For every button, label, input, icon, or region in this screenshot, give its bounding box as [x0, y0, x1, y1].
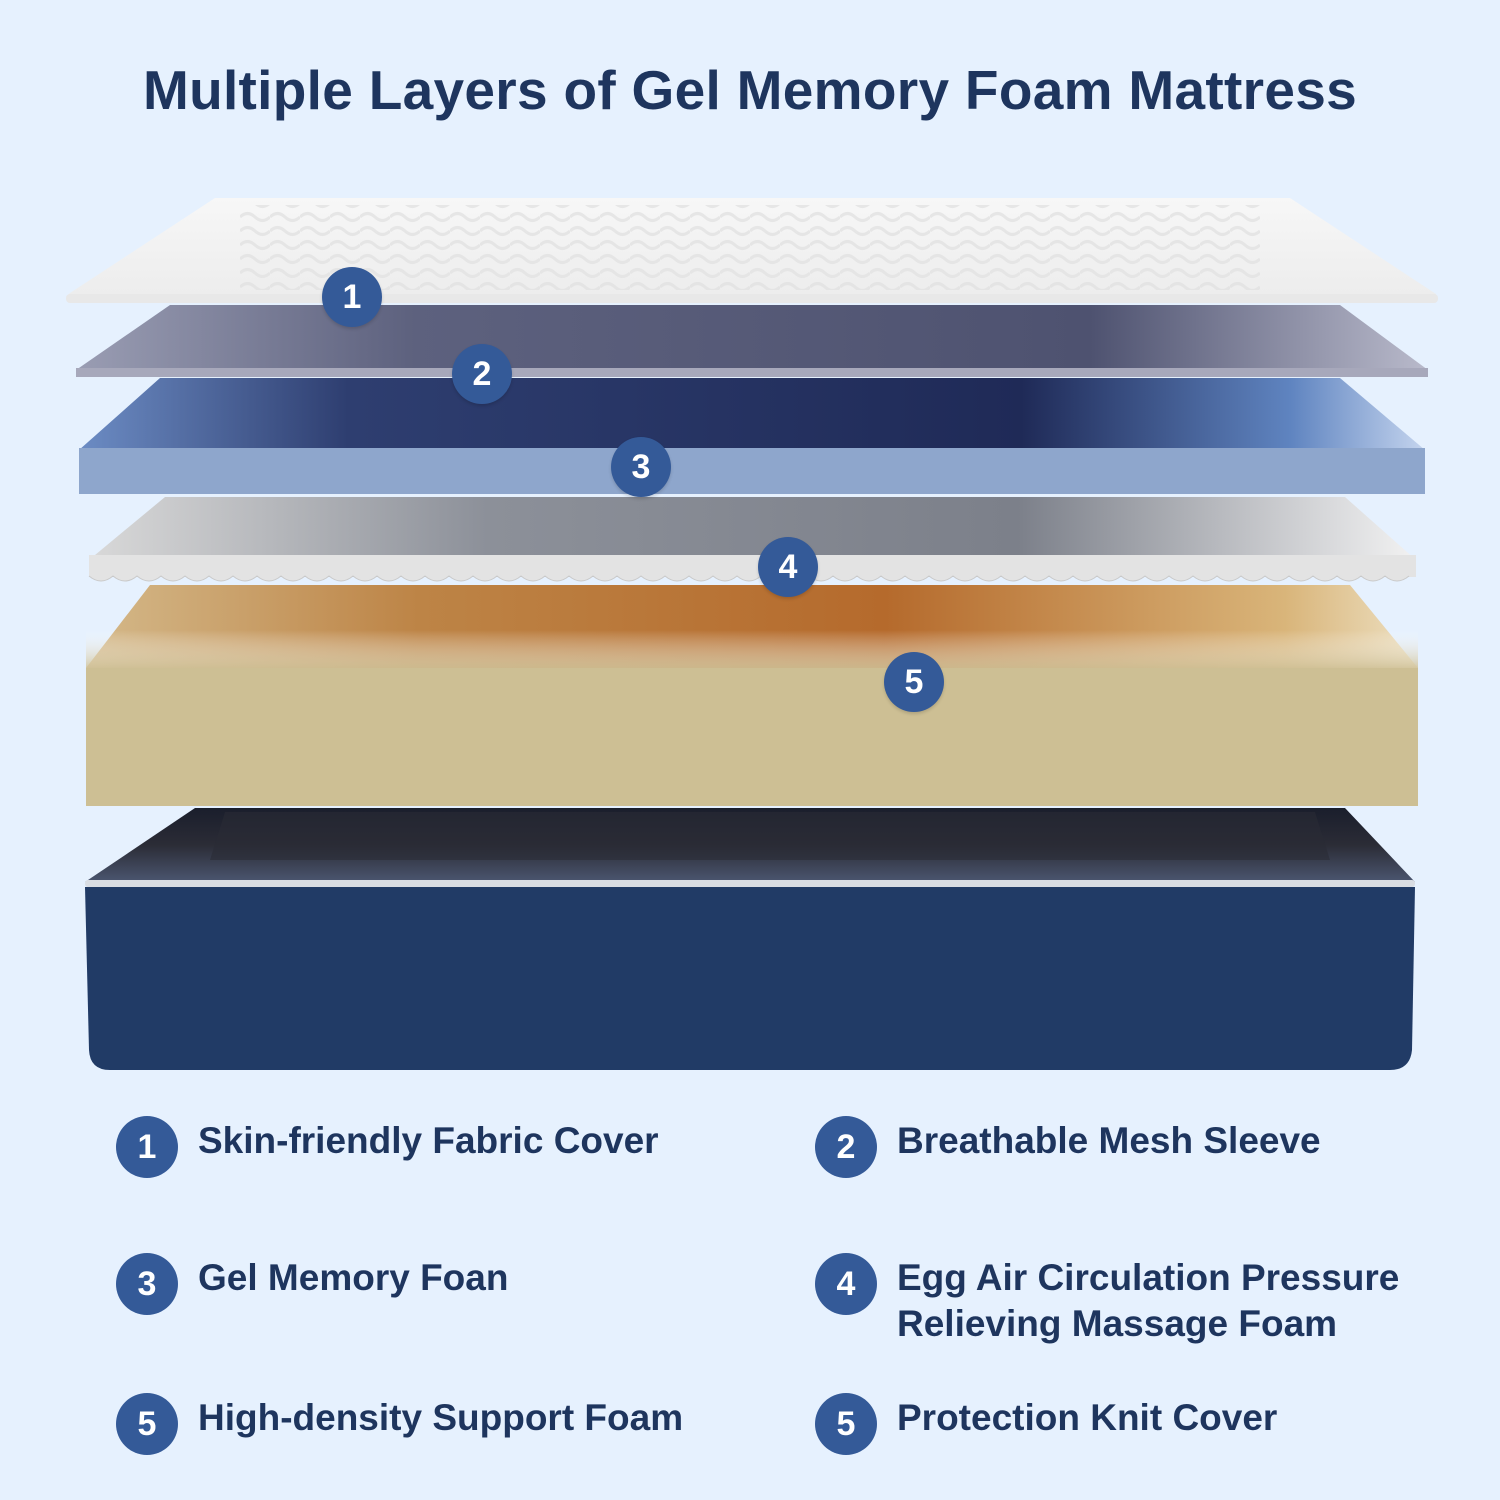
diagram-marker-5: 5	[884, 652, 944, 712]
legend-label: Gel Memory Foan	[198, 1257, 509, 1298]
legend-badge: 5	[815, 1393, 877, 1455]
legend-item-knit-cover: 5 Protection Knit Cover	[815, 1393, 1277, 1455]
diagram-marker-3: 3	[611, 437, 671, 497]
diagram-marker-1: 1	[322, 267, 382, 327]
legend-badge: 1	[116, 1116, 178, 1178]
legend-label: Protection Knit Cover	[897, 1397, 1278, 1438]
legend-label: High-density Support Foam	[198, 1397, 684, 1438]
legend-badge: 4	[815, 1253, 877, 1315]
layer-gel-memory-foam	[79, 378, 1425, 494]
diagram-marker-4: 4	[758, 537, 818, 597]
legend-item-egg-foam: 4 Egg Air Circulation Pressure Relieving…	[815, 1253, 1399, 1347]
diagram-marker-2: 2	[452, 344, 512, 404]
layer-fabric-cover	[66, 198, 1438, 303]
layer-support-foam	[86, 585, 1418, 806]
legend-label: Breathable Mesh Sleeve	[897, 1120, 1321, 1161]
legend-item-fabric-cover: 1 Skin-friendly Fabric Cover	[116, 1116, 659, 1178]
legend-label: Skin-friendly Fabric Cover	[198, 1120, 659, 1161]
legend-badge: 2	[815, 1116, 877, 1178]
legend-badge: 3	[116, 1253, 178, 1315]
layer-egg-foam	[88, 497, 1416, 582]
legend-item-gel-memory-foam: 3 Gel Memory Foan	[116, 1253, 508, 1315]
page-title: Multiple Layers of Gel Memory Foam Mattr…	[142, 59, 1358, 121]
legend-item-support-foam: 5 High-density Support Foam	[116, 1393, 683, 1455]
legend-item-mesh-sleeve: 2 Breathable Mesh Sleeve	[815, 1116, 1321, 1178]
legend-badge: 5	[116, 1393, 178, 1455]
layer-knit-cover-base	[85, 808, 1415, 1070]
legend-label: Egg Air Circulation Pressure Relieving M…	[897, 1257, 1400, 1344]
layer-mesh-sleeve	[76, 305, 1428, 377]
